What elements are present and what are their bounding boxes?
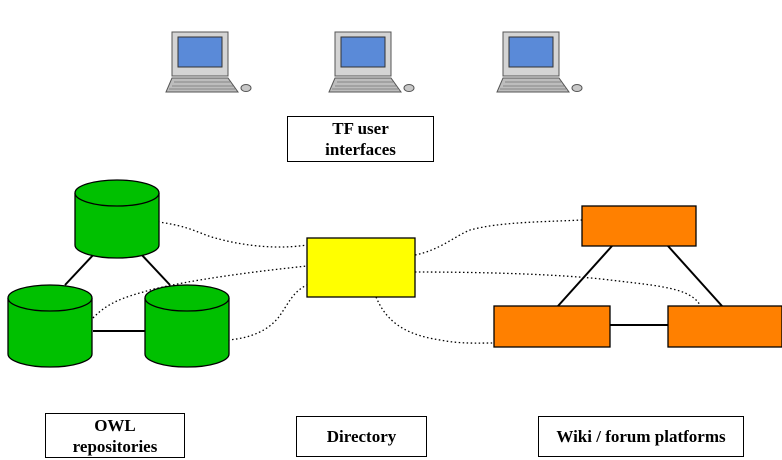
platform-link-top-right: [667, 245, 723, 307]
tf-user-interfaces-label: TF user interfaces: [287, 116, 434, 162]
connector-repo-right-to-directory: [227, 284, 308, 341]
repo-link-top-left: [64, 252, 96, 286]
platform-node-top: [581, 205, 697, 247]
connector-directory-to-platform-top: [414, 219, 583, 256]
connector-repo-left-to-directory: [92, 265, 308, 319]
platform-node-left: [493, 305, 611, 348]
connector-directory-to-platform-left: [375, 296, 495, 344]
database-cylinder-icon: [7, 284, 93, 368]
laptop-computer-icon: [328, 31, 415, 93]
owl-repositories-label: OWL repositories: [45, 413, 185, 458]
connector-repo-top-to-directory: [157, 221, 308, 248]
database-cylinder-icon: [144, 284, 230, 368]
repo-link-top-right: [139, 252, 171, 286]
directory-node: [306, 237, 416, 298]
solid-connections: [64, 245, 723, 332]
laptop-computer-icon: [165, 31, 252, 93]
connector-directory-to-platform-right: [414, 271, 701, 306]
wiki-forum-platforms-label: Wiki / forum platforms: [538, 416, 744, 457]
platform-link-top-left: [557, 245, 613, 307]
dotted-connections: [92, 219, 701, 344]
platform-node-right: [667, 305, 782, 348]
laptop-computer-icon: [496, 31, 583, 93]
directory-label: Directory: [296, 416, 427, 457]
database-cylinder-icon: [74, 179, 160, 259]
